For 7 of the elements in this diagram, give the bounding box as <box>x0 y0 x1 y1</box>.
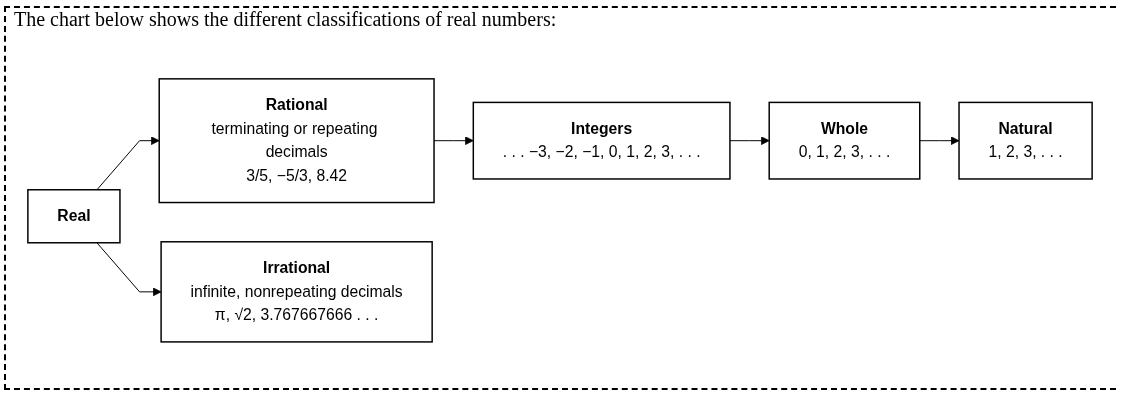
node-box: Natural 1, 2, 3, . . . <box>958 101 1093 180</box>
node-box: Whole 0, 1, 2, 3, . . . <box>768 101 921 180</box>
node-box: Integers . . . −3, −2, −1, 0, 1, 2, 3, . . . <box>472 101 731 180</box>
title: The chart below shows the different classifications of real numbers: <box>14 8 557 31</box>
node-box: Rational terminating or repeating decimals 3/5, −5/3, 8.42 <box>158 77 435 203</box>
node-box: Irrational infinite, nonrepeating decimals π, √2, 3.767667666 . . . <box>160 240 433 343</box>
node-box: Real <box>27 188 121 244</box>
